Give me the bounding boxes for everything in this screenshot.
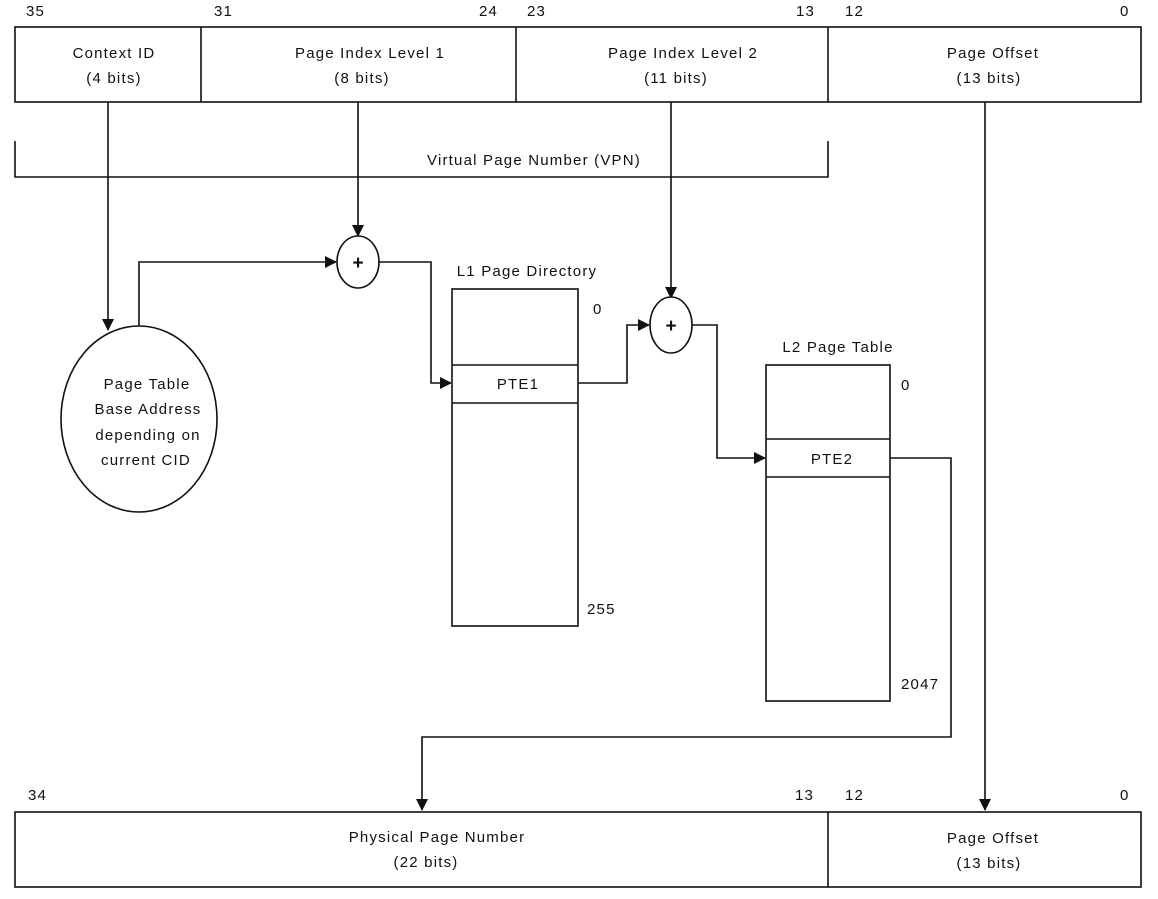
page-table-base-address: Page Table Base Address depending on cur…	[60, 325, 218, 513]
bit-label-31: 31	[214, 3, 233, 20]
phys-bit-label-34: 34	[28, 787, 47, 804]
phys-bit-label-13: 13	[795, 787, 814, 804]
l1-page-directory: L1 Page Directory PTE1 0 255	[451, 263, 616, 627]
base-address-ellipse	[60, 325, 218, 513]
virtual-address-register: 35 31 24 23 13 12 0 Context ID (4 bits) …	[14, 3, 1142, 103]
page-index-l2-field-size: (11 bits)	[644, 70, 708, 87]
adder-2-plus-symbol: +	[665, 316, 676, 337]
pte2-to-physical-page-arrow	[416, 457, 952, 811]
physical-address-frame	[14, 811, 1142, 888]
page-index-l2-field-name: Page Index Level 2	[608, 45, 758, 62]
virtual-address-frame	[14, 26, 1142, 103]
adder-1: +	[336, 235, 380, 289]
bit-label-35: 35	[26, 3, 45, 20]
adder-2: +	[649, 296, 693, 354]
bit-label-0: 0	[1120, 3, 1130, 20]
base-to-adder-1-arrow	[138, 256, 337, 326]
physical-page-number-name: Physical Page Number	[349, 829, 526, 846]
physical-page-offset-name: Page Offset	[947, 830, 1039, 847]
pte1-to-adder-2-arrow	[578, 319, 650, 384]
l2-table-title: L2 Page Table	[782, 339, 893, 356]
pte1-entry: PTE1	[497, 376, 539, 393]
pte2-entry: PTE2	[811, 451, 853, 468]
context-id-field-size: (4 bits)	[86, 70, 141, 87]
l2-table	[765, 364, 891, 702]
l2-first-index: 0	[901, 377, 911, 394]
base-address-line-1: Page Table	[104, 376, 191, 393]
adder-1-plus-symbol: +	[352, 253, 363, 274]
page-offset-field-name: Page Offset	[947, 45, 1039, 62]
bit-label-23: 23	[527, 3, 546, 20]
vpn-label: Virtual Page Number (VPN)	[427, 152, 641, 169]
page-index-l1-field-name: Page Index Level 1	[295, 45, 445, 62]
vpn-bracket: Virtual Page Number (VPN)	[14, 141, 829, 178]
bit-label-24: 24	[479, 3, 498, 20]
l1-directory-table	[451, 288, 579, 627]
base-address-line-4: current CID	[101, 452, 191, 469]
page-index-l1-field-size: (8 bits)	[334, 70, 389, 87]
phys-bit-label-12: 12	[845, 787, 864, 804]
l1-directory-title: L1 Page Directory	[457, 263, 597, 280]
l2-page-table: L2 Page Table PTE2 0 2047	[765, 339, 939, 702]
adder-1-to-pte1-arrow	[379, 261, 452, 389]
page-offset-field-size: (13 bits)	[957, 70, 1022, 87]
physical-page-offset-size: (13 bits)	[957, 855, 1022, 872]
base-address-line-2: Base Address	[95, 401, 202, 418]
physical-address-register: 34 13 12 0 Physical Page Number (22 bits…	[14, 787, 1142, 888]
l1-first-index: 0	[593, 301, 603, 318]
phys-bit-label-0: 0	[1120, 787, 1130, 804]
bit-label-12: 12	[845, 3, 864, 20]
adder-2-to-pte2-arrow	[692, 324, 766, 464]
base-address-line-3: depending on	[95, 427, 200, 444]
context-id-field-name: Context ID	[73, 45, 156, 62]
physical-page-number-size: (22 bits)	[394, 854, 459, 871]
l1-last-index: 255	[587, 601, 616, 618]
bit-label-13: 13	[796, 3, 815, 20]
l2-last-index: 2047	[901, 676, 939, 693]
